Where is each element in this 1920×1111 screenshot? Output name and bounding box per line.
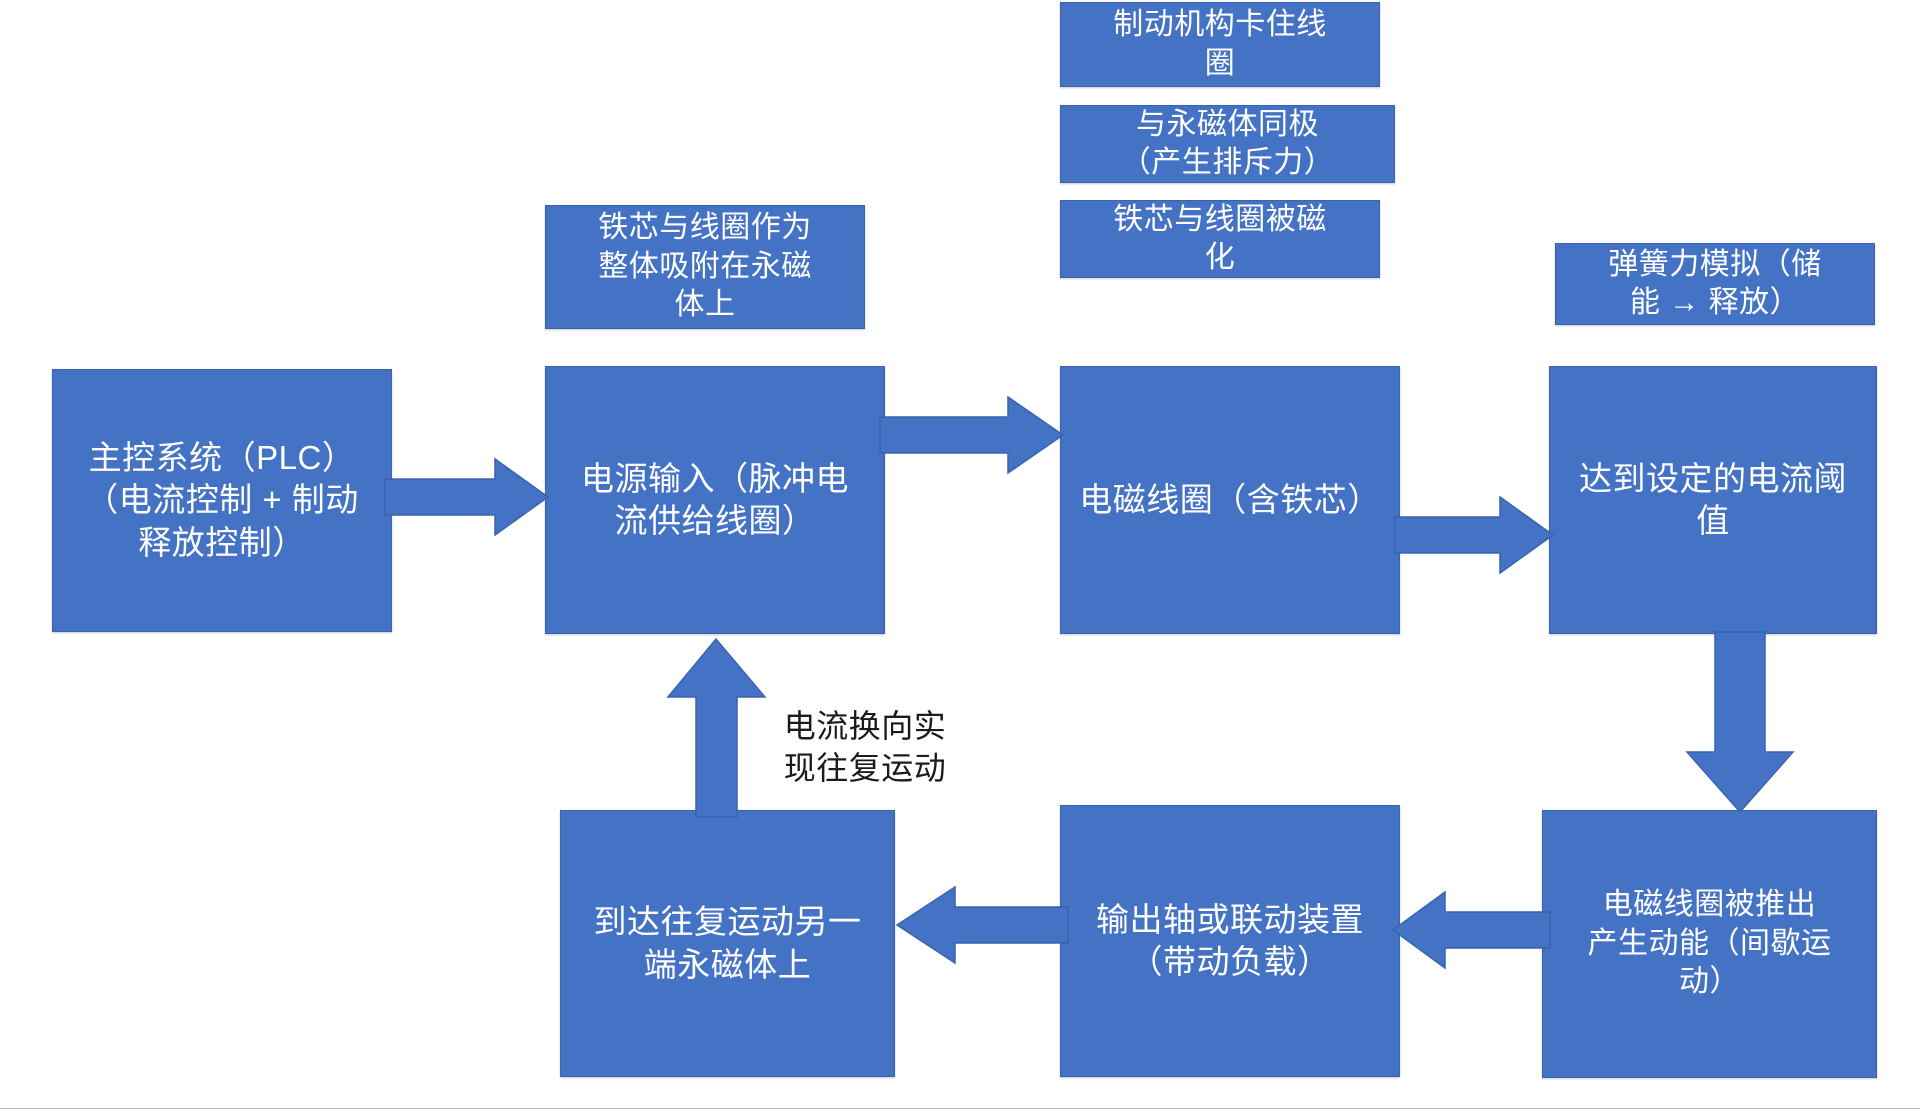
node-coil[interactable]: 电磁线圈（含铁芯） [1060, 366, 1400, 634]
node-threshold[interactable]: 达到设定的电流阈 值 [1549, 366, 1877, 634]
edge-label-current-reversal: 电流换向实 现往复运动 [783, 708, 947, 787]
node-output-shaft[interactable]: 输出轴或联动装置 （带动负载） [1060, 805, 1400, 1077]
node-coil-pushed[interactable]: 电磁线圈被推出 产生动能（间歇运 动） [1542, 810, 1877, 1078]
arrow-output-shaft-to-other-end [893, 885, 1069, 965]
node-power-input[interactable]: 电源输入（脉冲电 流供给线圈） [545, 366, 885, 634]
node-same-pole[interactable]: 与永磁体同极 （产生排斥力） [1060, 105, 1395, 183]
arrow-coil-to-threshold [1394, 495, 1555, 575]
arrow-plc-to-power-input [384, 457, 550, 537]
node-spring-sim[interactable]: 弹簧力模拟（储 能 → 释放） [1555, 243, 1875, 325]
node-other-end[interactable]: 到达往复运动另一 端永磁体上 [560, 810, 895, 1077]
node-brake-lock[interactable]: 制动机构卡住线 圈 [1060, 2, 1380, 87]
node-core-attached[interactable]: 铁芯与线圈作为 整体吸附在永磁 体上 [545, 205, 865, 329]
node-plc[interactable]: 主控系统（PLC） （电流控制 + 制动 释放控制） [52, 369, 392, 632]
arrow-other-end-to-power-input [655, 635, 780, 825]
arrow-power-input-to-coil [879, 395, 1065, 475]
bottom-divider [0, 1108, 1920, 1109]
node-magnetized[interactable]: 铁芯与线圈被磁 化 [1060, 200, 1380, 278]
arrow-coil-pushed-to-output-shaft [1391, 890, 1551, 970]
arrow-threshold-to-coil-pushed [1685, 631, 1815, 814]
